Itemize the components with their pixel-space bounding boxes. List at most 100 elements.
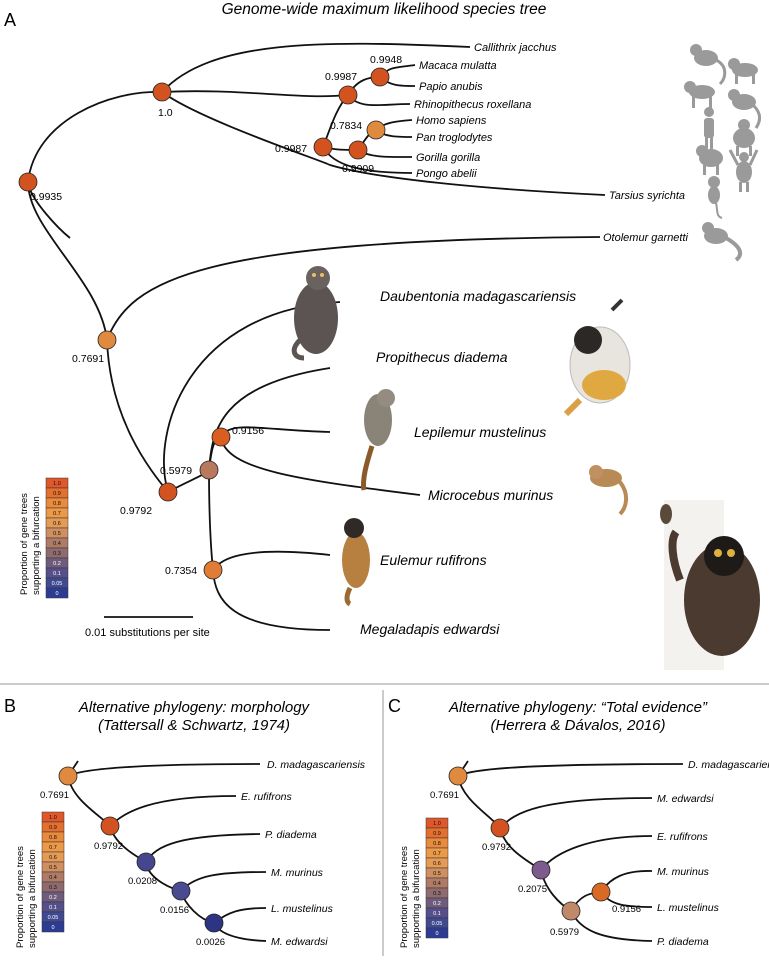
- support-eulemur-megaladapis: 0.7354: [165, 565, 197, 577]
- legend-value: 0.8: [53, 501, 61, 507]
- legend-c-swatches: 1.00.90.80.70.60.50.40.30.20.10.050: [425, 817, 449, 939]
- legend-value: 0.6: [53, 521, 61, 527]
- silhouette-pongo: [728, 149, 759, 192]
- legend-value: 0.9: [53, 491, 61, 497]
- illustration-propithecus: [563, 298, 631, 417]
- legend-value: 0.05: [52, 581, 63, 587]
- node-hominidae: [313, 137, 333, 157]
- taxon-daubentonia: Daubentonia madagascariensis: [380, 288, 576, 304]
- panel-c-taxon-2: M. edwardsi: [657, 793, 714, 805]
- node-homininae: [348, 140, 368, 160]
- support-hominidae: 0.9987: [275, 143, 307, 155]
- panel-b-taxon-6: M. edwardsi: [271, 936, 328, 948]
- node-papionini: [370, 67, 390, 87]
- silhouette-rhinopithecus: [728, 89, 761, 129]
- taxon-papio: Papio anubis: [419, 81, 483, 93]
- panel-c-node-5: [561, 901, 581, 921]
- legend-value: 0.3: [433, 891, 441, 897]
- taxon-otolemur: Otolemur garnetti: [603, 232, 689, 244]
- support-lemuriformes: 0.9792: [120, 505, 152, 517]
- panel-b-nodes: [58, 766, 224, 933]
- support-indriids: 0.5979: [160, 465, 192, 477]
- legend-value: 0.5: [433, 871, 441, 877]
- legend-b: 1.00.90.80.70.60.50.40.30.20.10.050 Prop…: [15, 811, 65, 948]
- legend-value: 0.8: [433, 841, 441, 847]
- panel-c-support-1: 0.7691: [430, 790, 459, 801]
- taxon-gorilla: Gorilla gorilla: [416, 152, 480, 164]
- silhouette-homo: [704, 107, 714, 149]
- panel-a-letter: A: [4, 10, 16, 30]
- legend-value: 0: [55, 591, 58, 597]
- illustration-lepilemur: [361, 389, 395, 491]
- panel-a-nodes: [18, 67, 390, 580]
- silhouette-callithrix: [690, 44, 727, 86]
- panel-c-support-3: 0.2075: [518, 884, 547, 895]
- legend-c: 1.00.90.80.70.60.50.40.30.20.10.050 Prop…: [399, 817, 449, 948]
- support-root: 0.9935: [30, 191, 62, 203]
- legend-value: 0.9: [49, 825, 57, 831]
- panel-b-support-values: 0.7691 0.9792 0.0208 0.0156 0.0026: [40, 790, 225, 948]
- panel-b-taxon-1: D. madagascariensis: [267, 759, 366, 771]
- silhouette-gorilla: [696, 145, 723, 175]
- panel-c-node-1: [448, 766, 468, 786]
- panel-b-taxa: D. madagascariensis E. rufifrons P. diad…: [241, 759, 366, 948]
- taxon-megaladapis: Megaladapis edwardsi: [360, 621, 500, 637]
- panel-b-support-4: 0.0156: [160, 905, 189, 916]
- support-papionini: 0.9948: [370, 54, 402, 66]
- panel-c-taxon-5: L. mustelinus: [657, 902, 720, 914]
- legend-c-caption-line1: Proportion of gene trees: [399, 846, 410, 948]
- legend-value: 0.7: [49, 845, 57, 851]
- panel-c-support-values: 0.7691 0.9792 0.2075 0.9156 0.5979: [430, 790, 641, 938]
- node-indriids: [199, 460, 219, 480]
- taxon-tarsius: Tarsius syrichta: [609, 190, 685, 202]
- support-anthropoid: 1.0: [158, 107, 173, 119]
- taxon-pongo: Pongo abelii: [416, 168, 477, 180]
- panel-c-support-5: 0.5979: [550, 927, 579, 938]
- scale-bar: 0.01 substitutions per site: [85, 616, 210, 639]
- legend-value: 0: [435, 931, 438, 937]
- taxon-homo: Homo sapiens: [416, 115, 487, 127]
- legend-value: 0.2: [49, 895, 57, 901]
- legend-value: 1.0: [53, 481, 61, 487]
- panel-c-taxon-4: M. murinus: [657, 866, 710, 878]
- node-strepsirrhini: [97, 330, 117, 350]
- panel-b-node-3: [136, 852, 156, 872]
- panel-a-taxa: Callithrix jacchus Macaca mulatta Papio …: [360, 42, 689, 637]
- panel-b-node-5: [204, 913, 224, 933]
- taxon-pan: Pan troglodytes: [416, 132, 493, 144]
- legend-a: 1.00.90.80.70.60.50.40.30.20.10.050 Prop…: [19, 477, 69, 599]
- taxon-propithecus: Propithecus diadema: [376, 349, 508, 365]
- taxon-callithrix: Callithrix jacchus: [474, 42, 557, 54]
- panel-b-taxon-5: L. mustelinus: [271, 903, 334, 915]
- legend-swatch: [41, 921, 65, 933]
- legend-value: 0.1: [53, 571, 61, 577]
- panel-b-title-line2: (Tattersall & Schwartz, 1974): [98, 717, 290, 734]
- legend-value: 0.4: [49, 875, 57, 881]
- silhouette-macaca: [728, 58, 758, 84]
- node-lemuriformes: [158, 482, 178, 502]
- legend-a-swatches: 1.00.90.80.70.60.50.40.30.20.10.050: [45, 477, 69, 599]
- legend-value: 0.4: [433, 881, 441, 887]
- legend-swatch: [45, 587, 69, 599]
- panel-b-support-3: 0.0208: [128, 876, 157, 887]
- panel-b-node-4: [171, 881, 191, 901]
- panel-c-title-line2: (Herrera & Dávalos, 2016): [490, 717, 665, 734]
- panel-b-node-1: [58, 766, 78, 786]
- illustration-eulemur: [342, 518, 370, 607]
- panel-b-support-1: 0.7691: [40, 790, 69, 801]
- legend-c-caption-line2: supporting a bifurcation: [411, 849, 422, 948]
- taxon-macaca: Macaca mulatta: [419, 60, 497, 72]
- legend-value: 0.05: [48, 915, 59, 921]
- panel-c-node-4: [591, 882, 611, 902]
- legend-value: 0.05: [432, 921, 443, 927]
- legend-value: 0.6: [433, 861, 441, 867]
- silhouette-papio: [684, 81, 715, 108]
- legend-value: 0.9: [433, 831, 441, 837]
- panel-c-nodes: [448, 766, 611, 921]
- support-catarrhini: 0.9987: [325, 71, 357, 83]
- panel-c-node-2: [490, 818, 510, 838]
- silhouette-tarsius: [708, 176, 723, 219]
- legend-value: 0.4: [53, 541, 61, 547]
- panel-b-title-line1: Alternative phylogeny: morphology: [78, 699, 311, 716]
